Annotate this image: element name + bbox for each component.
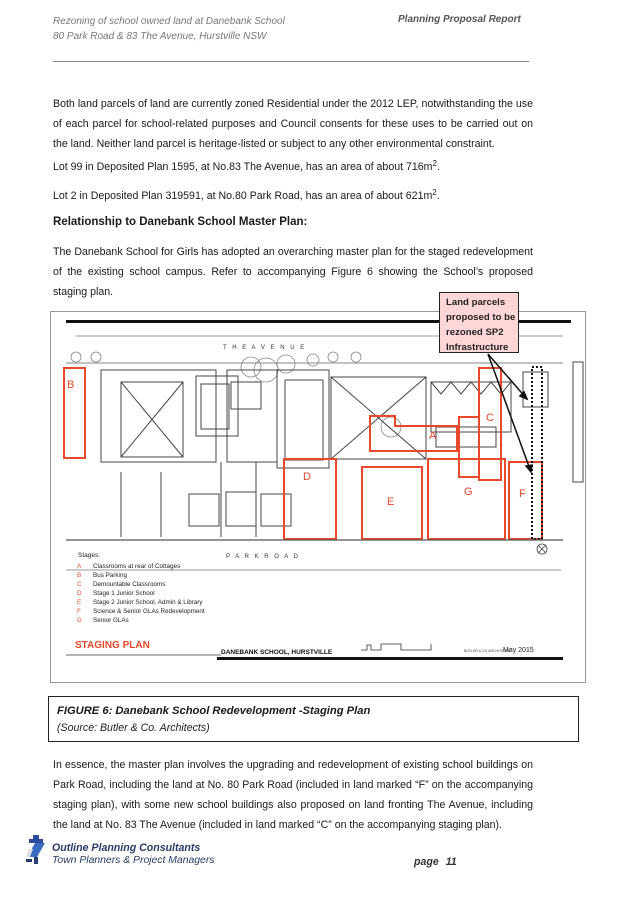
title-block-rule (217, 657, 563, 660)
stage-f-outline (508, 461, 543, 540)
staging-plan-drawing: T H E A V E N U E (63, 320, 584, 660)
svg-text:D: D (77, 590, 82, 597)
legend-item-a: Classrooms at rear of Cottages (93, 563, 180, 570)
header-report-type: Planning Proposal Report (398, 14, 521, 25)
svg-text:A: A (77, 563, 82, 570)
legend-item-d: Stage 1 Junior School (93, 590, 155, 597)
page-number: page 11 (414, 856, 457, 868)
top-border-rule (66, 320, 571, 323)
architect-label: BUTLER & CO ARCHITECTS (464, 649, 511, 653)
header-address: 80 Park Road & 83 The Avenue, Hurstville… (53, 31, 267, 42)
paragraph-zoning: Both land parcels of land are currently … (53, 98, 533, 150)
stage-letter-a: A (429, 430, 437, 442)
street-label-park-road: P A R K R O A D (226, 554, 300, 560)
existing-buildings (100, 361, 584, 537)
stage-letter-f: F (519, 488, 526, 500)
plan-date: May 2015 (503, 647, 534, 654)
north-point-icon (536, 543, 548, 555)
paragraph-lot-2: Lot 2 in Deposited Plan 319591, at No.80… (53, 188, 440, 203)
svg-text:C: C (77, 581, 82, 588)
section-heading: Relationship to Danebank School Master P… (53, 216, 308, 228)
legend-item-c: Demountable Classrooms (93, 581, 165, 588)
legend-item-g: Senior GLAs (93, 617, 129, 624)
school-name-label: DANEBANK SCHOOL, HURSTVILLE (221, 649, 333, 656)
svg-text:B: B (77, 572, 81, 579)
stage-c-outline (478, 367, 502, 481)
svg-text:G: G (77, 617, 82, 624)
scale-bar (361, 643, 432, 651)
header-divider (53, 61, 529, 62)
footer-company-name: Outline Planning Consultants (52, 842, 201, 854)
header-left: Rezoning of school owned land at Daneban… (53, 14, 285, 44)
figure-caption-title: FIGURE 6: Danebank School Redevelopment … (57, 705, 371, 717)
paragraph-lot-99: Lot 99 in Deposited Plan 1595, at No.83 … (53, 159, 440, 174)
tree-row (70, 351, 402, 438)
stage-letter-c: C (486, 412, 494, 424)
callout-arrows (487, 353, 533, 474)
legend-item-f: Science & Senior GLAs Redevelopment (93, 608, 205, 615)
svg-text:F: F (77, 608, 81, 615)
plan-title: STAGING PLAN (75, 640, 150, 651)
company-logo-icon (26, 835, 45, 864)
stage-d-outline (283, 458, 337, 540)
stage-letter-b: B (67, 379, 74, 391)
paragraph-essence: In essence, the master plan involves the… (53, 759, 533, 831)
stage-e-outline (361, 466, 423, 540)
stage-letter-g: G (464, 486, 473, 498)
rezoning-boundary (531, 366, 543, 540)
stage-letter-d: D (303, 471, 311, 483)
stage-g-outline (427, 458, 506, 540)
stage-letters: B A C D E G F (67, 379, 526, 508)
paragraph-master-plan: The Danebank School for Girls has adopte… (53, 246, 533, 298)
staging-plan-figure: T H E A V E N U E (50, 311, 586, 683)
stages-legend: A Classrooms at rear of Cottages B Bus P… (77, 563, 205, 624)
street-label-avenue: T H E A V E N U E (223, 345, 306, 351)
svg-text:E: E (77, 599, 81, 606)
stages-legend-title: Stages: (78, 552, 100, 559)
rezoning-callout: Land parcels proposed to be rezoned SP2 … (439, 292, 519, 353)
footer-tagline: Town Planners & Project Managers (52, 855, 215, 866)
stage-outlines (63, 367, 543, 540)
stage-letter-e: E (387, 496, 394, 508)
header-title: Rezoning of school owned land at Daneban… (53, 16, 285, 27)
figure-caption-source: (Source: Butler & Co. Architects) (57, 722, 210, 734)
legend-item-b: Bus Parking (93, 572, 127, 579)
legend-item-e: Stage 2 Junior School, Admin & Library (93, 599, 203, 606)
stage-b-outline (63, 367, 86, 459)
figure-caption: FIGURE 6: Danebank School Redevelopment … (48, 696, 579, 742)
stage-a-outline (369, 415, 458, 452)
